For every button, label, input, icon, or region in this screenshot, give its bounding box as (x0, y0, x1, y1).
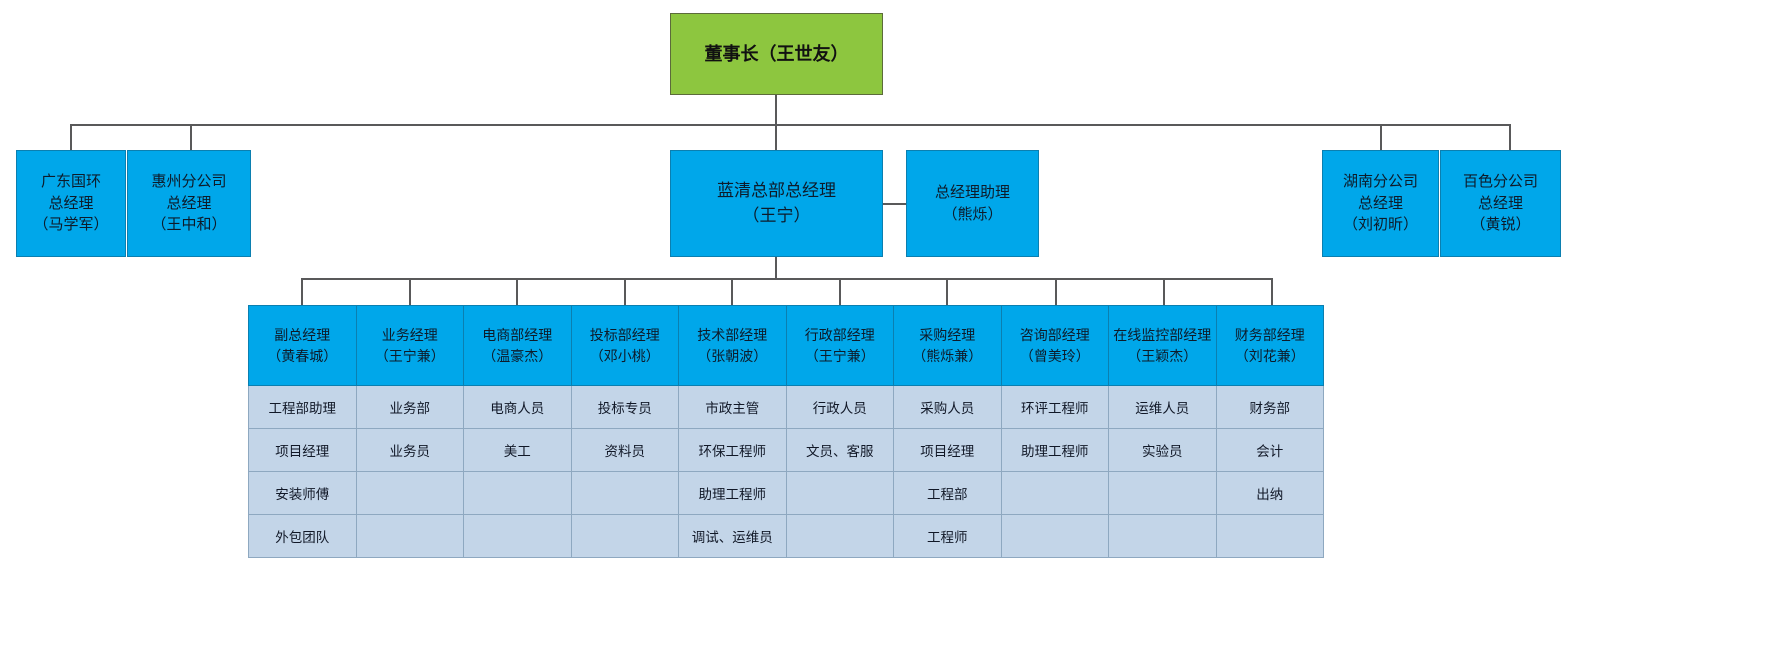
staff-cell: 项目经理 (248, 428, 357, 472)
node-gm-assistant[interactable]: 总经理助理 （熊烁） (906, 150, 1039, 257)
staff-cell: 工程部助理 (248, 385, 357, 429)
connector-drop-dept-2 (409, 278, 411, 305)
staff-row: 安装师傅 助理工程师 工程部 出纳 (248, 471, 1324, 515)
connector-drop-huizhou (190, 124, 192, 150)
staff-cell: 市政主管 (678, 385, 787, 429)
node-guangdong-gm[interactable]: 广东国环 总经理 （马学军） (16, 150, 126, 257)
staff-cell: 工程部 (893, 471, 1002, 515)
connector-top-bus (70, 124, 1510, 126)
connector-drop-guangdong (70, 124, 72, 150)
dept-header-administration[interactable]: 行政部经理 （王宁兼） (785, 305, 894, 386)
staff-cell: 文员、客服 (785, 428, 894, 472)
node-hunan-gm[interactable]: 湖南分公司 总经理 （刘初昕） (1322, 150, 1439, 257)
staff-cell: 业务员 (355, 428, 464, 472)
staff-row: 项目经理 业务员 美工 资料员 环保工程师 文员、客服 项目经理 助理工程师 实… (248, 428, 1324, 472)
dept-header-bidding[interactable]: 投标部经理 （邓小桃） (570, 305, 679, 386)
staff-cell: 电商人员 (463, 385, 572, 429)
staff-cell: 会计 (1215, 428, 1324, 472)
staff-cell: 投标专员 (570, 385, 679, 429)
staff-cell: 调试、运维员 (678, 514, 787, 558)
staff-cell: 环评工程师 (1000, 385, 1109, 429)
connector-drop-headquarters (775, 124, 777, 150)
staff-cell (570, 471, 679, 515)
staff-cell: 采购人员 (893, 385, 1002, 429)
connector-drop-dept-3 (516, 278, 518, 305)
dept-header-procurement[interactable]: 采购经理 （熊烁兼） (893, 305, 1002, 386)
staff-cell: 运维人员 (1108, 385, 1217, 429)
staff-cell: 环保工程师 (678, 428, 787, 472)
node-baise-gm[interactable]: 百色分公司 总经理 （黄锐） (1440, 150, 1561, 257)
connector-drop-dept-9 (1163, 278, 1165, 305)
staff-cell: 助理工程师 (1000, 428, 1109, 472)
staff-cell (570, 514, 679, 558)
staff-cell: 助理工程师 (678, 471, 787, 515)
staff-cell (785, 514, 894, 558)
dept-header-business[interactable]: 业务经理 （王宁兼） (355, 305, 464, 386)
staff-cell (463, 471, 572, 515)
department-header-row: 副总经理 （黄春城） 业务经理 （王宁兼） 电商部经理 （温豪杰） 投标部经理 … (248, 305, 1324, 386)
dept-header-technical[interactable]: 技术部经理 （张朝波） (678, 305, 787, 386)
staff-cell: 实验员 (1108, 428, 1217, 472)
dept-header-finance[interactable]: 财务部经理 （刘花兼） (1215, 305, 1324, 386)
connector-drop-dept-6 (839, 278, 841, 305)
connector-chairman-stem (775, 95, 777, 125)
staff-cell (463, 514, 572, 558)
connector-drop-dept-8 (1055, 278, 1057, 305)
staff-cell (785, 471, 894, 515)
dept-header-online-monitoring[interactable]: 在线监控部经理 （王颖杰） (1108, 305, 1217, 386)
staff-cell: 项目经理 (893, 428, 1002, 472)
connector-dept-bus (301, 278, 1271, 280)
node-chairman[interactable]: 董事长（王世友） (670, 13, 883, 95)
staff-cell (355, 471, 464, 515)
connector-hq-to-assistant (883, 203, 907, 205)
dept-header-deputy-gm[interactable]: 副总经理 （黄春城） (248, 305, 357, 386)
staff-cell: 美工 (463, 428, 572, 472)
staff-cell: 财务部 (1215, 385, 1324, 429)
node-huizhou-gm[interactable]: 惠州分公司 总经理 （王中和） (127, 150, 251, 257)
staff-row: 工程部助理 业务部 电商人员 投标专员 市政主管 行政人员 采购人员 环评工程师… (248, 385, 1324, 429)
staff-cell (1000, 514, 1109, 558)
staff-cell: 行政人员 (785, 385, 894, 429)
connector-drop-dept-1 (301, 278, 303, 305)
staff-cell (1000, 471, 1109, 515)
staff-cell: 外包团队 (248, 514, 357, 558)
staff-cell: 工程师 (893, 514, 1002, 558)
staff-cell: 安装师傅 (248, 471, 357, 515)
staff-cell: 业务部 (355, 385, 464, 429)
connector-drop-baise (1509, 124, 1511, 150)
staff-cell: 资料员 (570, 428, 679, 472)
staff-cell (1108, 471, 1217, 515)
connector-drop-hunan (1380, 124, 1382, 150)
department-matrix: 副总经理 （黄春城） 业务经理 （王宁兼） 电商部经理 （温豪杰） 投标部经理 … (248, 305, 1324, 558)
dept-header-consulting[interactable]: 咨询部经理 （曾美玲） (1000, 305, 1109, 386)
dept-header-ecommerce[interactable]: 电商部经理 （温豪杰） (463, 305, 572, 386)
staff-cell (355, 514, 464, 558)
connector-drop-dept-4 (624, 278, 626, 305)
connector-drop-dept-10 (1271, 278, 1273, 305)
connector-drop-dept-5 (731, 278, 733, 305)
staff-cell: 出纳 (1215, 471, 1324, 515)
connector-drop-dept-7 (946, 278, 948, 305)
node-headquarters-gm[interactable]: 蓝清总部总经理 （王宁） (670, 150, 883, 257)
staff-cell (1215, 514, 1324, 558)
connector-hq-stem (775, 257, 777, 279)
staff-row: 外包团队 调试、运维员 工程师 (248, 514, 1324, 558)
staff-cell (1108, 514, 1217, 558)
